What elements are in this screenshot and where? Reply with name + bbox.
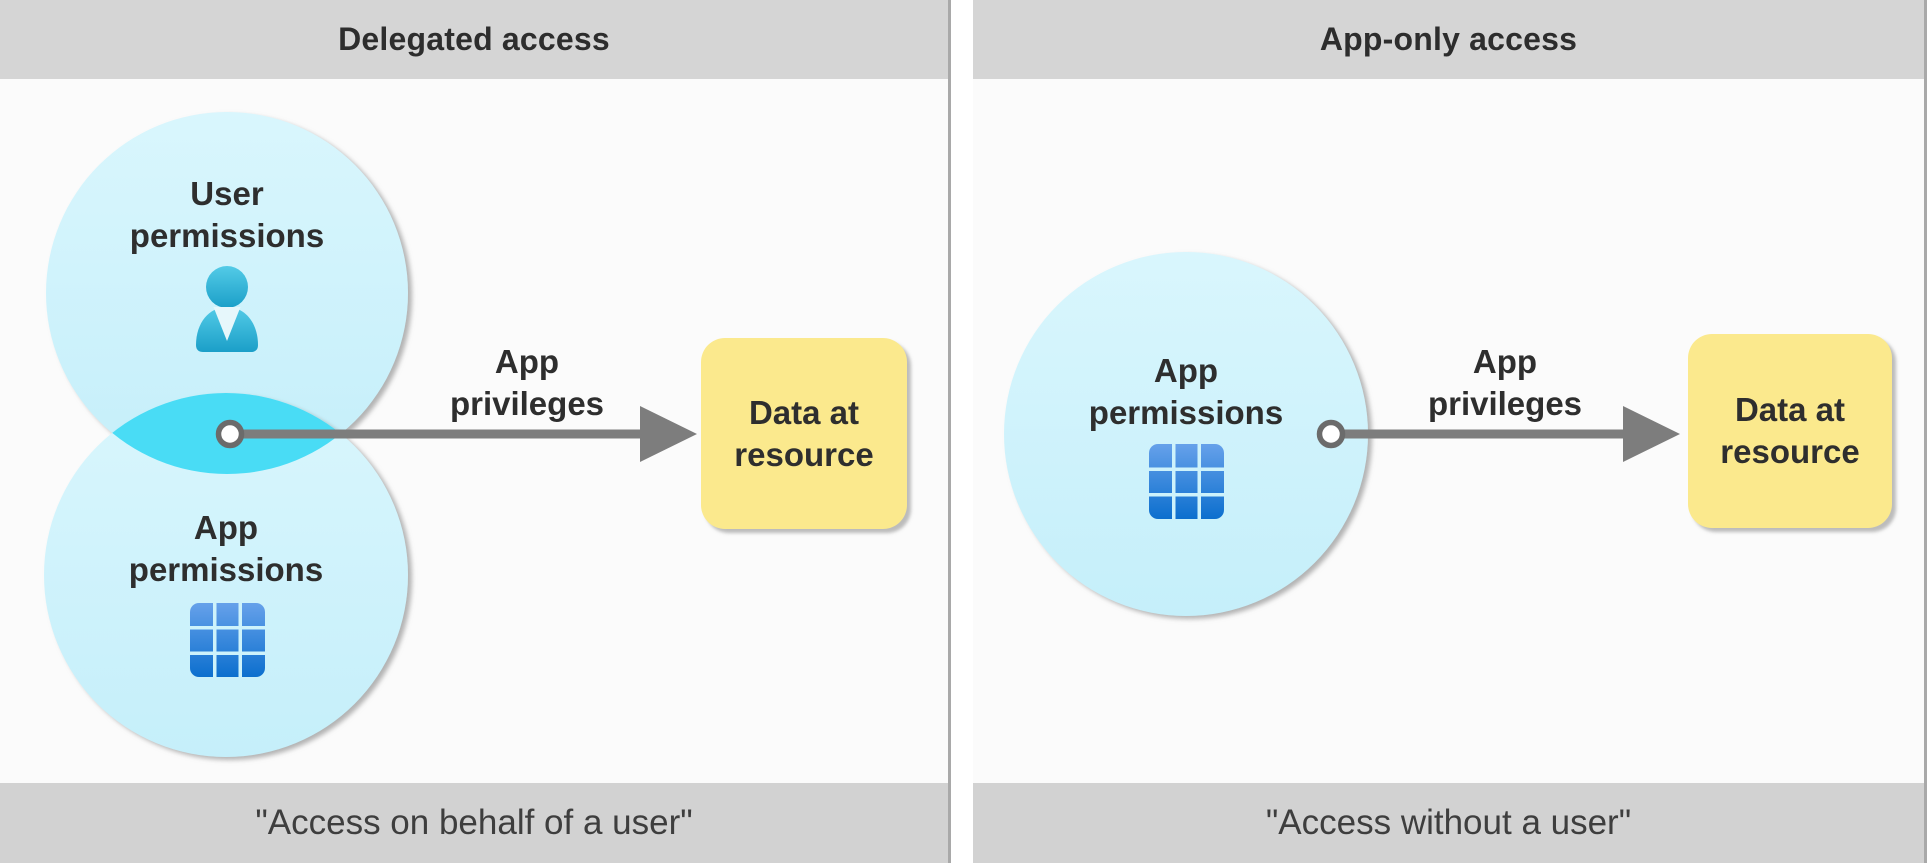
connector-dot — [1316, 419, 1346, 449]
caption: "Access without a user" — [1265, 803, 1632, 842]
privileges-arrowhead — [640, 406, 697, 462]
caption: "Access on behalf of a user" — [255, 803, 693, 842]
user-permissions-label: User permissions — [129, 175, 325, 254]
panel-title: Delegated access — [338, 21, 610, 57]
app-permissions-label: App permissions — [128, 509, 324, 588]
app-permissions-circle — [1004, 252, 1368, 616]
resource-label: Data at resource — [1720, 391, 1860, 470]
data-at-resource-box: Data at resource — [701, 338, 907, 529]
panel-header-delegated: Delegated access — [0, 0, 948, 79]
panel-body-delegated: User permissions App permissions — [0, 79, 948, 783]
resource-label: Data at resource — [734, 393, 874, 473]
app-grid-icon — [1149, 444, 1224, 519]
arrow-label: App privileges — [449, 343, 605, 422]
connector-dot — [215, 419, 245, 449]
arrow-label: App privileges — [1427, 343, 1583, 422]
app-permissions-label: App permissions — [1088, 352, 1284, 431]
privileges-arrow-shaft — [230, 429, 642, 439]
app-permissions-circle — [44, 393, 408, 757]
panel-header-app-only: App-only access — [973, 0, 1924, 79]
app-only-diagram — [1004, 252, 1680, 616]
panel-footer-delegated: "Access on behalf of a user" — [0, 783, 948, 863]
panel-title: App-only access — [1319, 21, 1578, 57]
panel-app-only-access: App-only access — [973, 0, 1927, 863]
panel-delegated-access: Delegated access — [0, 0, 951, 863]
app-grid-icon — [190, 603, 265, 677]
data-at-resource-box: Data at resource — [1688, 334, 1892, 528]
panel-body-app-only: App permissions App privileges Data at r… — [973, 79, 1924, 783]
privileges-arrowhead — [1623, 406, 1680, 462]
privileges-arrow-shaft — [1331, 429, 1625, 439]
person-icon — [196, 266, 258, 352]
panel-footer-app-only: "Access without a user" — [973, 783, 1924, 863]
